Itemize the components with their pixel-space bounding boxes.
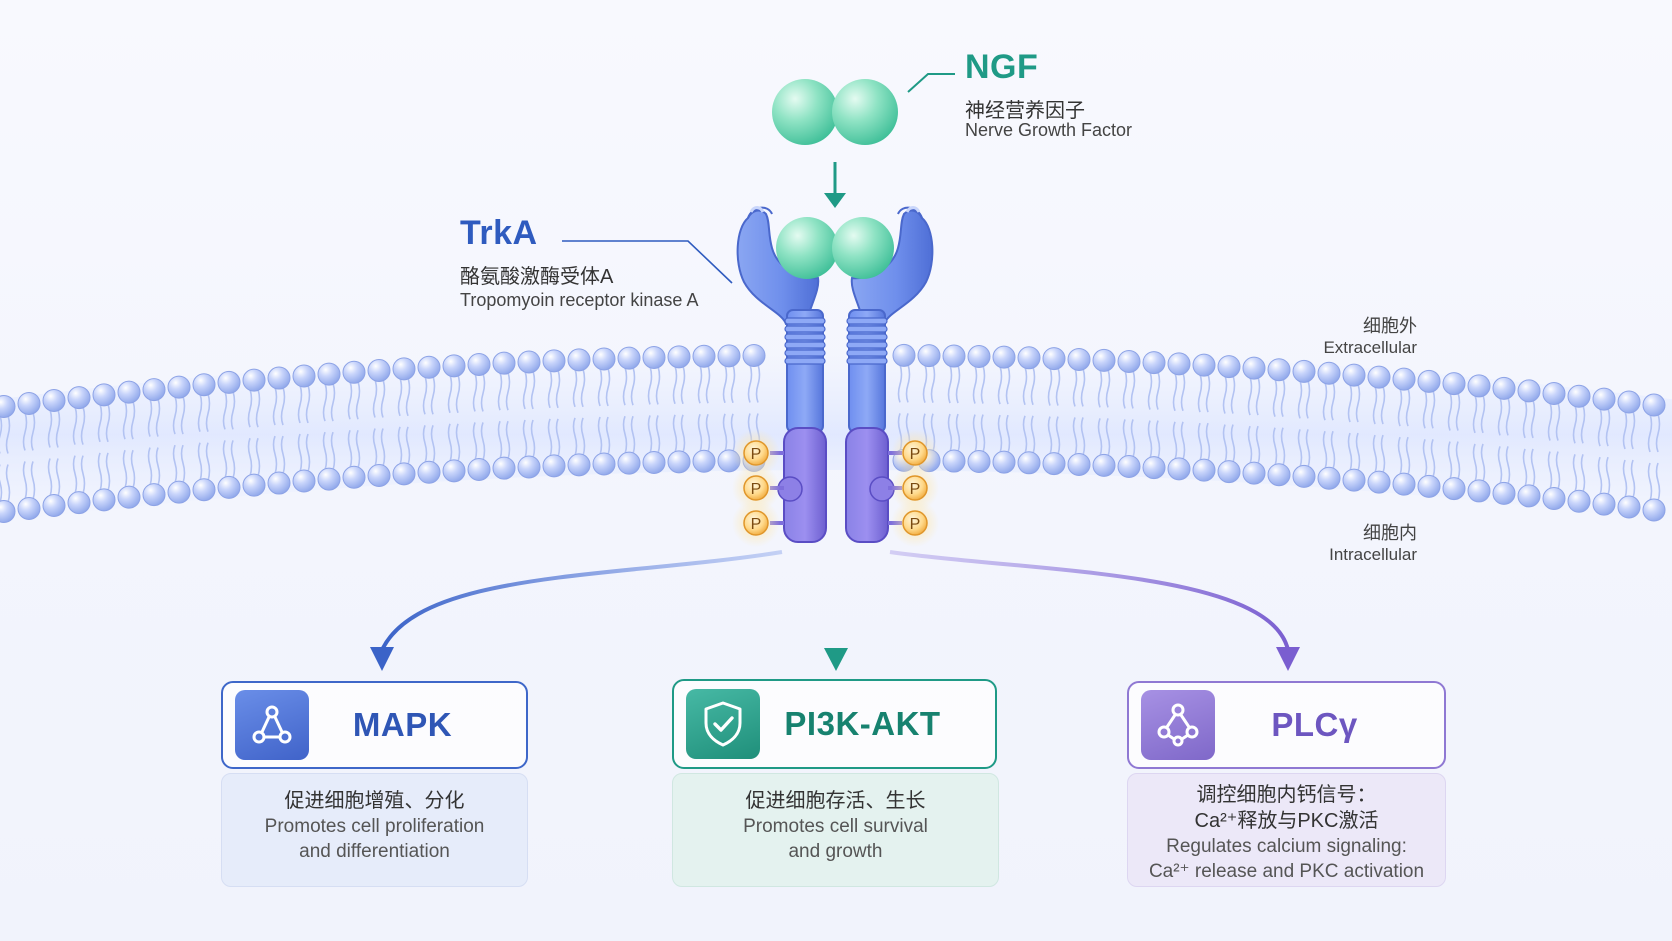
- phosphate-label: P: [751, 446, 762, 463]
- trka-name-cn: 酪氨酸激酶受体A: [460, 266, 614, 288]
- shield-check-icon: [686, 689, 760, 759]
- mapk-desc-en-2: and differentiation: [299, 841, 450, 862]
- trka-receptor: [736, 206, 934, 543]
- plc-desc-cn-1: 调控细胞内钙信号：: [1196, 784, 1377, 806]
- network-nodes-icon: [235, 690, 309, 760]
- extracellular-label-cn: 细胞外: [1363, 316, 1417, 336]
- molecule-icon: [1141, 690, 1215, 760]
- pi3k-desc-en-2: and growth: [788, 841, 883, 862]
- pi3k-header: PI3K-AKT: [672, 679, 997, 769]
- ngf-name-cn: 神经营养因子: [965, 100, 1085, 122]
- plc-desc-en-1: Regulates calcium signaling:: [1166, 836, 1407, 857]
- arrow-to-pi3k: [824, 560, 848, 671]
- ngf-name-en: Nerve Growth Factor: [965, 120, 1133, 140]
- cell-membrane: [0, 343, 1672, 523]
- mapk-desc-cn: 促进细胞增殖、分化: [284, 790, 465, 812]
- arrow-to-mapk: [370, 550, 783, 671]
- mapk-description: 促进细胞增殖、分化 Promotes cell proliferation an…: [221, 773, 528, 887]
- plc-label: PLCγ: [1271, 706, 1358, 743]
- phosphate-label: P: [751, 481, 762, 498]
- trka-title: TrkA: [460, 214, 538, 252]
- ngf-leader-line: [907, 73, 955, 93]
- mapk-label: MAPK: [352, 706, 453, 743]
- pi3k-description: 促进细胞存活、生长 Promotes cell survival and gro…: [672, 773, 999, 887]
- plc-description: 调控细胞内钙信号： Ca²⁺释放与PKC激活 Regulates calcium…: [1127, 773, 1446, 887]
- pi3k-desc-cn: 促进细胞存活、生长: [745, 790, 926, 812]
- plc-desc-cn-2: Ca²⁺释放与PKC激活: [1194, 810, 1379, 832]
- pi3k-desc-en-1: Promotes cell survival: [743, 816, 928, 837]
- phosphate-label: P: [910, 481, 921, 498]
- ngf-title: NGF: [965, 48, 1039, 86]
- trka-name-en: Tropomyoin receptor kinase A: [460, 290, 699, 310]
- arrow-to-plc: [889, 550, 1300, 671]
- extracellular-label-en: Extracellular: [1323, 338, 1417, 357]
- trka-leader-line: [562, 240, 733, 284]
- pi3k-label: PI3K-AKT: [784, 705, 941, 742]
- plc-header: PLCγ: [1127, 681, 1446, 769]
- mapk-header: MAPK: [221, 681, 528, 769]
- plc-desc-en-2: Ca²⁺ release and PKC activation: [1148, 861, 1425, 882]
- mapk-desc-en-1: Promotes cell proliferation: [264, 816, 485, 837]
- intracellular-label-en: Intracellular: [1329, 545, 1417, 564]
- phosphate-label: P: [910, 446, 921, 463]
- intracellular-label-cn: 细胞内: [1363, 523, 1417, 543]
- phosphate-label: P: [751, 516, 762, 533]
- ngf-dimer: [772, 79, 898, 145]
- phosphate-label: P: [910, 516, 921, 533]
- phosphate-groups: P P P P P P: [732, 429, 939, 547]
- binding-arrow: [824, 162, 846, 208]
